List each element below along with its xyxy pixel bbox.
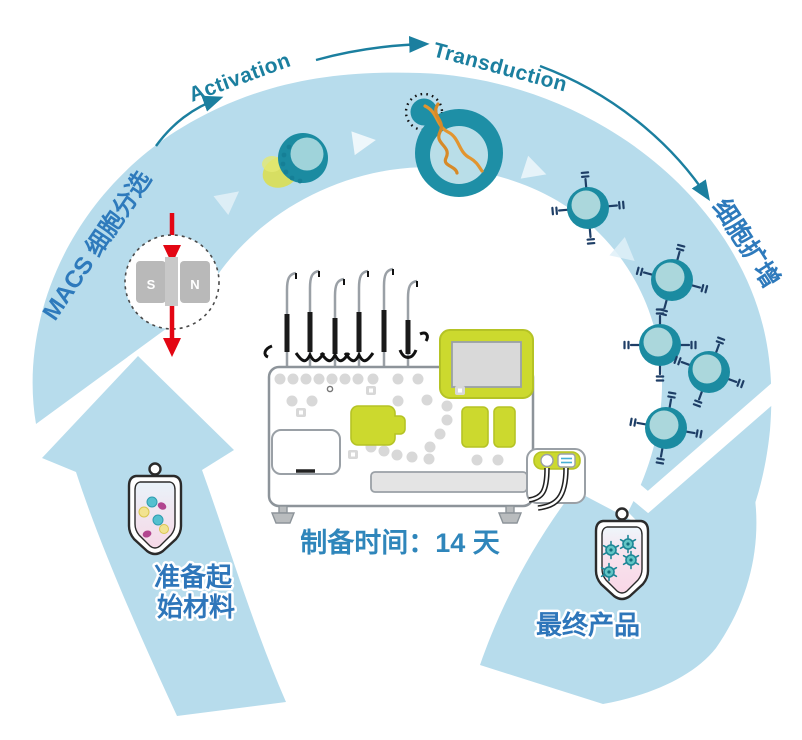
start-material-bag — [127, 462, 183, 556]
car-t-cell — [635, 243, 709, 317]
activation-beads — [280, 144, 303, 184]
car-t-cells — [551, 171, 745, 465]
machine-door — [271, 429, 341, 475]
activation-cell-inner — [290, 137, 324, 171]
activation-reagent-blob-2 — [262, 156, 282, 172]
bag-hanger-hole — [615, 507, 629, 521]
bag-hanger-hole — [148, 462, 162, 476]
flow-triangles — [213, 131, 635, 261]
flow-triangle — [213, 191, 240, 215]
label-prepare-line2: 始材料 — [157, 592, 235, 622]
magnet-arrowhead-top — [163, 245, 181, 264]
arrow-macs-to-activation — [155, 95, 224, 147]
machine-screen — [451, 341, 522, 388]
transduced-cell-inner — [430, 126, 488, 184]
mixed-cells — [138, 496, 169, 538]
flow-triangle — [351, 131, 376, 156]
machine-lime-button-2 — [493, 406, 516, 448]
magnet-north-label: N — [190, 277, 199, 292]
final-product-bag — [594, 507, 650, 601]
ring-notch — [548, 367, 801, 514]
transduction-icon — [404, 92, 503, 197]
activation-icon — [262, 133, 328, 188]
car-t-cell — [623, 308, 697, 382]
magnet-column — [165, 257, 178, 306]
car-t-cell — [551, 171, 625, 245]
label-prepare-line1: 准备起 — [154, 562, 233, 592]
machine-tubing-poles — [263, 267, 429, 368]
car-t-cell — [673, 336, 745, 408]
machine-small-ring — [326, 385, 334, 393]
magnet-pole-south — [136, 261, 166, 303]
arrow-transduction-to-expansion — [539, 64, 710, 202]
machine-buttons — [296, 386, 465, 459]
magnet-arrowhead-bottom — [163, 338, 181, 357]
step-arrows — [155, 36, 710, 202]
machine-ports — [274, 373, 504, 466]
flow-triangle — [609, 237, 635, 261]
magnet-south-label: S — [147, 277, 156, 292]
macs-magnet-icon: S N — [124, 213, 220, 357]
magnet-pole-north — [180, 261, 210, 303]
machine-side-unit — [526, 448, 586, 511]
machine-tray — [370, 471, 528, 493]
machine-lime-button-1 — [461, 406, 489, 448]
car-t-cell — [629, 391, 703, 465]
machine-chamber — [350, 405, 406, 446]
machine-feet — [270, 505, 523, 524]
label-final-product: 最终产品 — [536, 610, 640, 640]
dna-helix — [423, 102, 484, 175]
virus-spikes — [404, 92, 444, 132]
clinimacs-machine — [263, 267, 586, 524]
flow-triangle — [520, 155, 547, 179]
arrow-activation-to-transduction — [315, 36, 430, 62]
label-prep-time: 制备时间：14 天 — [300, 528, 500, 558]
machine-tubes — [528, 467, 569, 511]
pole-clamps — [263, 331, 429, 363]
virus-body — [410, 98, 438, 126]
